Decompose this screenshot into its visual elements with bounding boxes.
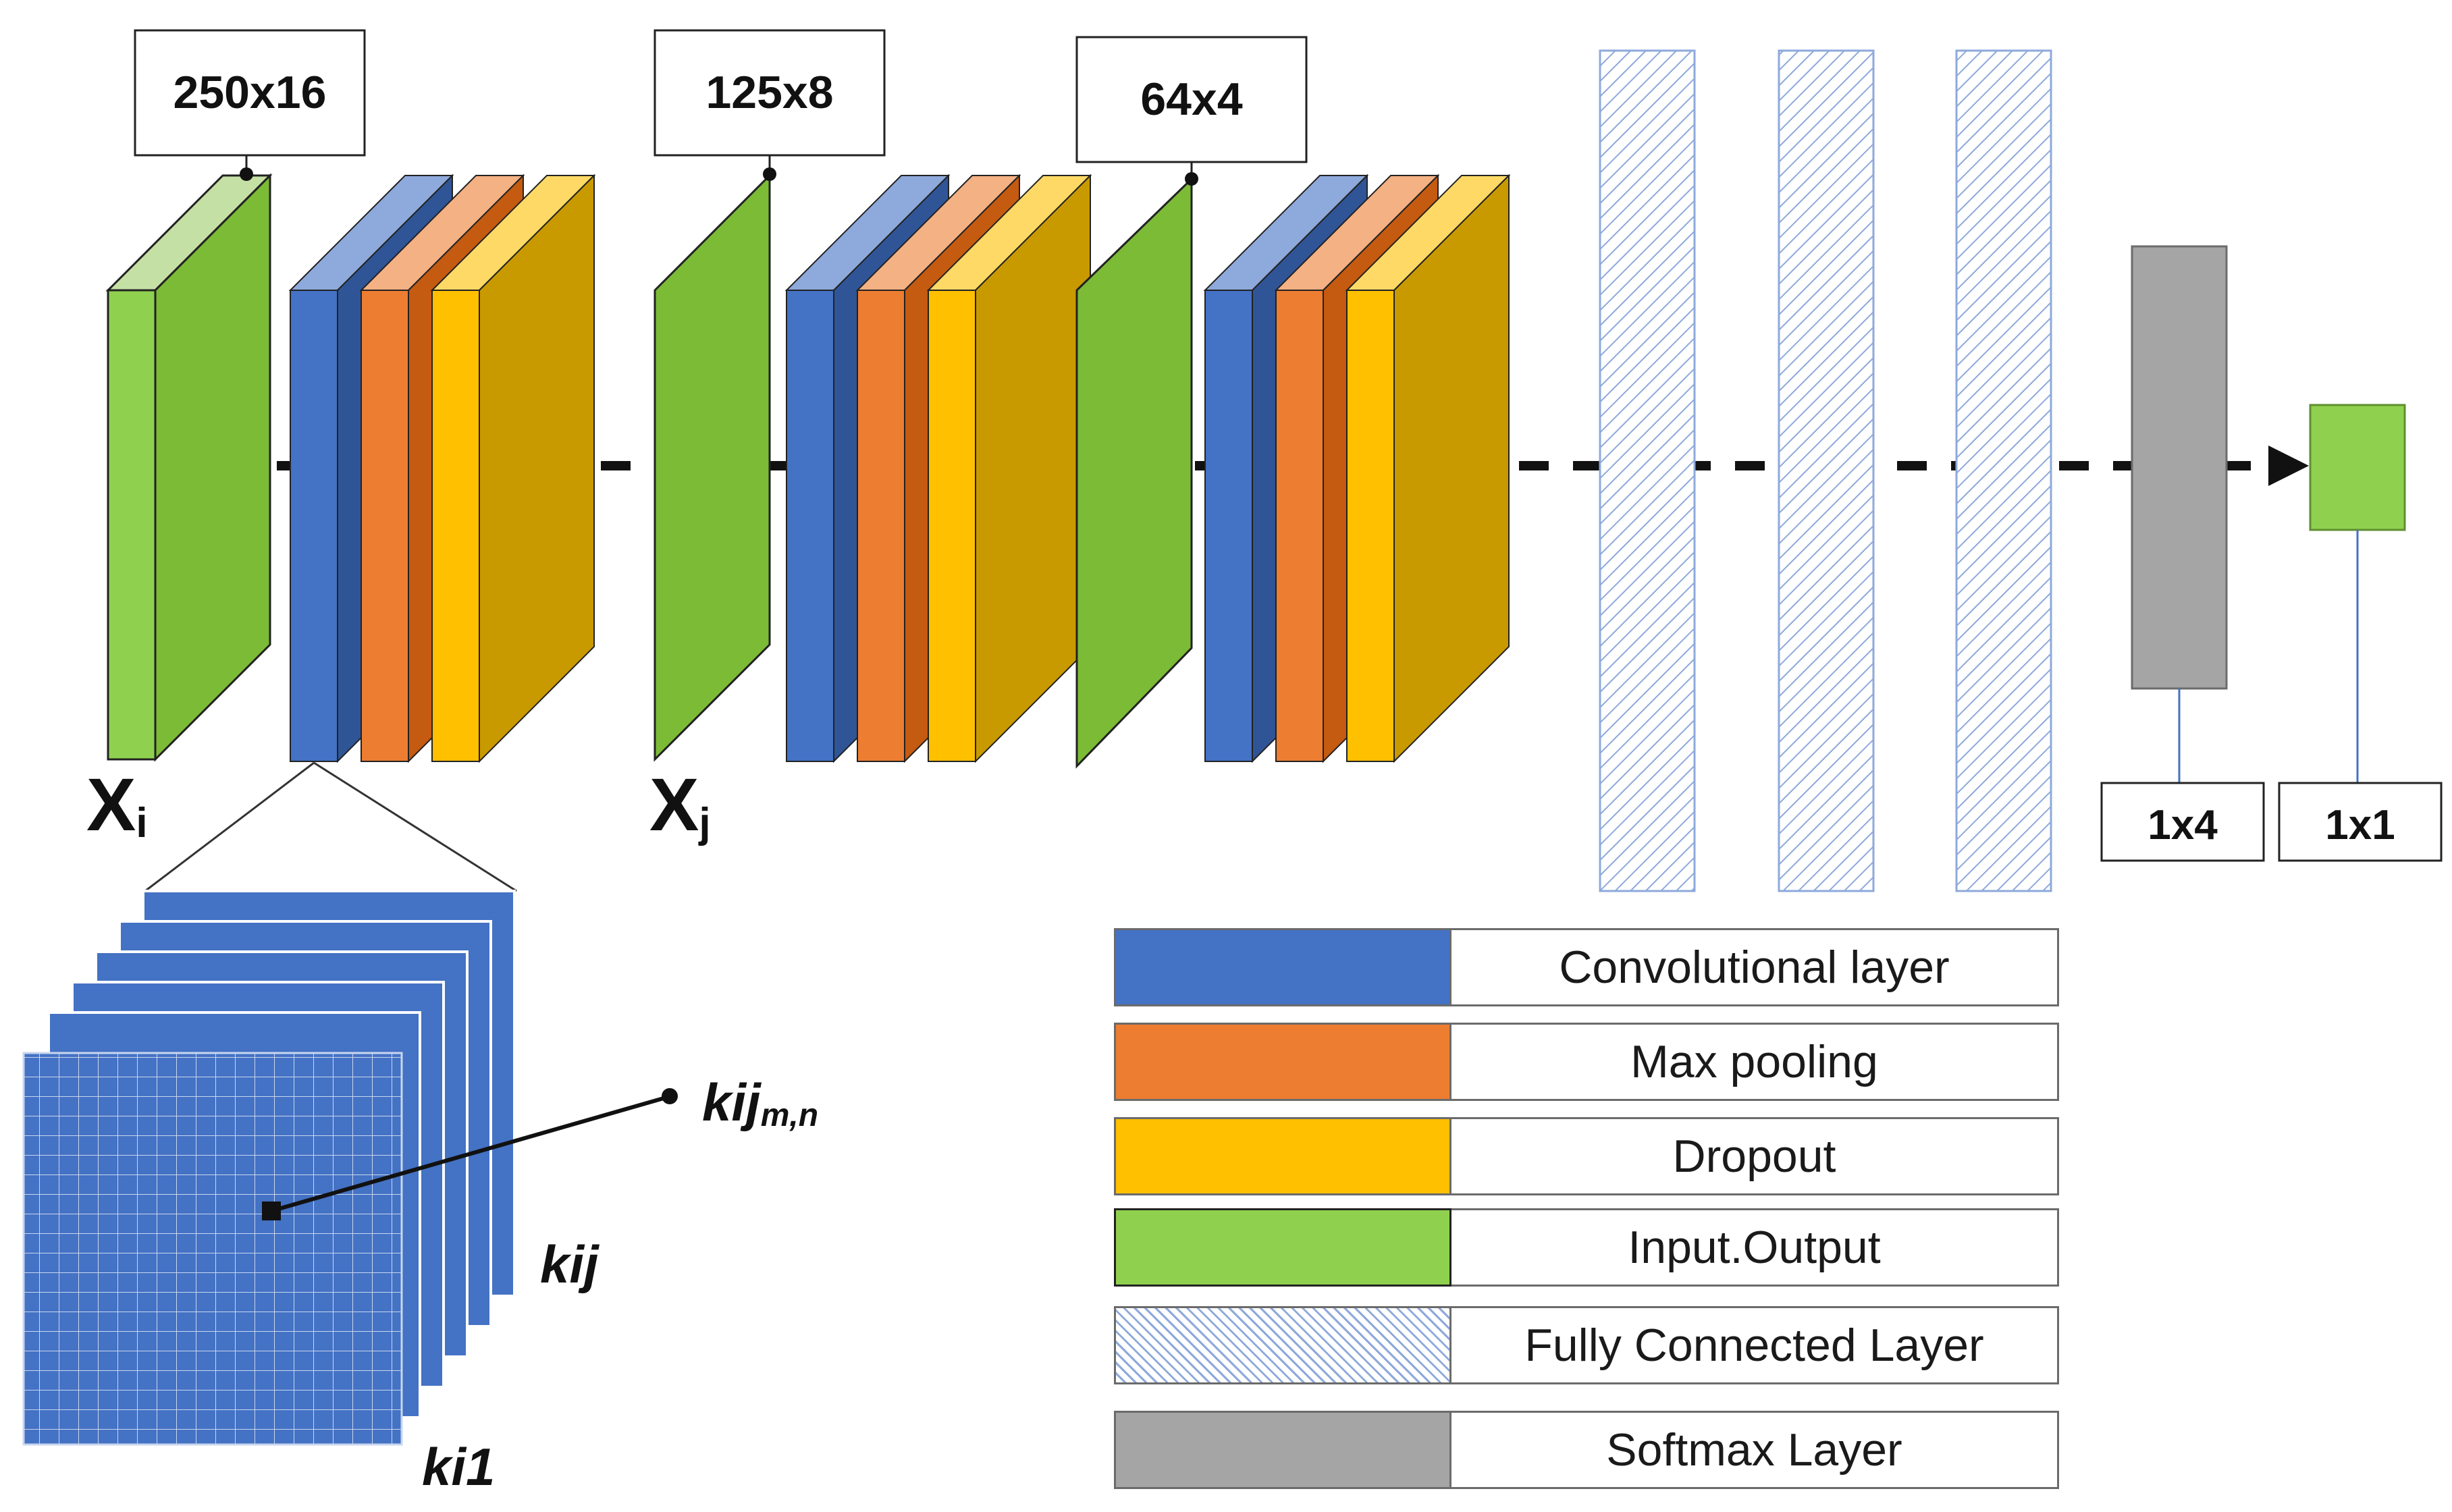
x-i-sub: i xyxy=(136,800,147,846)
layer-stack-3 xyxy=(1203,173,1511,763)
layer-stack-2 xyxy=(784,173,1092,763)
k-ijmn-label: kijm,n xyxy=(702,1073,818,1133)
x-j-label: Xj xyxy=(649,763,711,846)
fc-layer-3 xyxy=(1955,49,2052,892)
dropout-layer-1 xyxy=(430,173,596,763)
legend-row-io: Input.Output xyxy=(1114,1208,2059,1288)
input-block-3 xyxy=(1075,176,1193,769)
legend-swatch-fc xyxy=(1114,1306,1451,1384)
fc-layer-2 xyxy=(1778,49,1875,892)
block3-dim-label: 64x4 xyxy=(1140,74,1242,125)
legend-label-fc: Fully Connected Layer xyxy=(1451,1306,2059,1384)
input-block-xj xyxy=(654,173,771,762)
output-layer xyxy=(2309,404,2406,531)
x-j-sub: j xyxy=(698,800,710,846)
legend-row-softmax: Softmax Layer xyxy=(1114,1411,2059,1490)
layer-stack-1 xyxy=(288,173,596,763)
legend-row-conv: Convolutional layer xyxy=(1114,928,2059,1008)
input-block-xi xyxy=(105,173,273,762)
callout-input-dim: 250x16 xyxy=(134,29,366,181)
legend-row-fc: Fully Connected Layer xyxy=(1114,1306,2059,1386)
legend-swatch-softmax xyxy=(1114,1411,1451,1489)
k-ijmn-main: kij xyxy=(702,1073,762,1132)
kernel-element-pointer-dot xyxy=(662,1088,678,1104)
flow-arrow-head xyxy=(2268,446,2309,486)
legend-swatch-dropout xyxy=(1114,1117,1451,1195)
callout-block3-dim: 64x4 xyxy=(1075,36,1308,186)
legend-swatch-pool xyxy=(1114,1023,1451,1101)
x-i-label: Xi xyxy=(86,763,148,846)
k-ij-label: kij xyxy=(540,1235,599,1294)
legend-label-dropout: Dropout xyxy=(1451,1117,2059,1195)
kernel-zoom xyxy=(22,761,678,1446)
block2-dim-label: 125x8 xyxy=(705,67,833,118)
fc-layer-1 xyxy=(1599,49,1696,892)
legend-swatch-io xyxy=(1114,1208,1451,1287)
x-i-main: X xyxy=(86,763,136,846)
legend-label-softmax: Softmax Layer xyxy=(1451,1411,2059,1489)
k-ijmn-sub: m,n xyxy=(761,1098,818,1133)
output-dim-label: 1x1 xyxy=(2325,802,2395,848)
callout-block2-dim: 125x8 xyxy=(654,29,886,181)
k-i1-label: ki1 xyxy=(422,1437,495,1496)
softmax-dim-label: 1x4 xyxy=(2148,802,2218,848)
softmax-layer xyxy=(2131,245,2228,690)
legend-swatch-conv xyxy=(1114,928,1451,1006)
legend-label-conv: Convolutional layer xyxy=(1451,928,2059,1006)
legend-row-pool: Max pooling xyxy=(1114,1023,2059,1102)
legend-label-io: Input.Output xyxy=(1451,1208,2059,1287)
legend-row-dropout: Dropout xyxy=(1114,1117,2059,1197)
dropout-layer-3 xyxy=(1345,173,1511,763)
dropout-layer-2 xyxy=(926,173,1092,763)
kernel-element-pointer xyxy=(271,1095,669,1213)
callout-output-dim: 1x1 xyxy=(2278,782,2443,862)
x-j-main: X xyxy=(649,763,699,846)
input-dim-label: 250x16 xyxy=(174,67,327,118)
kernel-sheet-1 xyxy=(22,1052,403,1446)
legend-label-pool: Max pooling xyxy=(1451,1023,2059,1101)
callout-softmax-dim: 1x4 xyxy=(2100,782,2265,862)
